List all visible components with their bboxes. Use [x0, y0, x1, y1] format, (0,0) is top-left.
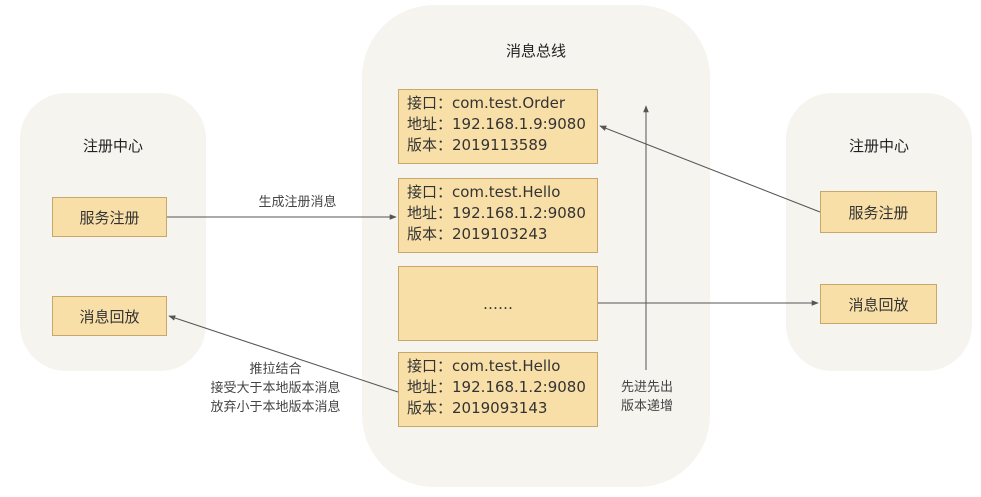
right-message-replay-box: 消息回放: [820, 284, 937, 324]
left-registry-title: 注册中心: [82, 137, 143, 155]
message-address: 地址：192.168.1.9:9080: [407, 115, 586, 133]
right-registry-title: 注册中心: [848, 137, 909, 155]
message-box-ellipsis: ……: [398, 266, 598, 341]
arrow-bus-to-left-replay: [168, 315, 399, 393]
push-pull-line-2: 接受大于本地版本消息: [210, 381, 341, 396]
message-box-hello-1: 接口：com.test.Hello 地址：192.168.1.2:9080 版本…: [398, 178, 598, 253]
message-box-hello-2: 接口：com.test.Hello 地址：192.168.1.2:9080 版本…: [398, 352, 598, 427]
left-message-replay-box: 消息回放: [52, 296, 167, 336]
message-bus-title: 消息总线: [505, 42, 566, 60]
push-pull-line-1: 推拉结合: [249, 362, 302, 377]
message-box-order: 接口：com.test.Order 地址：192.168.1.9:9080 版本…: [398, 89, 598, 164]
arrow-right-register-to-bus: [599, 125, 821, 213]
right-service-register-box: 服务注册: [820, 191, 937, 233]
generate-register-message-label: 生成注册消息: [258, 195, 337, 210]
message-address: 地址：192.168.1.2:9080: [407, 378, 586, 396]
message-version: 版本：2019103243: [407, 225, 548, 243]
left-service-register-box: 服务注册: [52, 197, 167, 237]
message-version: 版本：2019093143: [407, 399, 548, 417]
push-pull-line-3: 放弃小于本地版本消息: [210, 400, 341, 415]
push-pull-label: 推拉结合 接受大于本地版本消息 放弃小于本地版本消息: [188, 360, 363, 417]
message-address: 地址：192.168.1.2:9080: [407, 204, 586, 222]
message-version: 版本：2019113589: [407, 136, 548, 154]
message-interface: 接口：com.test.Order: [407, 94, 566, 112]
message-interface: 接口：com.test.Hello: [407, 357, 561, 375]
fifo-line-1: 先进先出: [620, 380, 673, 395]
message-interface: 接口：com.test.Hello: [407, 183, 561, 201]
fifo-label: 先进先出 版本递增: [612, 378, 682, 416]
fifo-line-2: 版本递增: [620, 399, 673, 414]
